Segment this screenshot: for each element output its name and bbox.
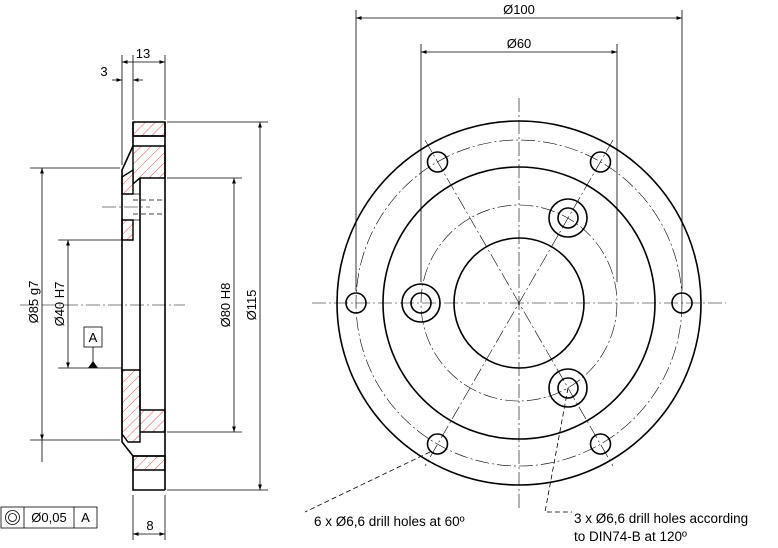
front-view: Ø100 Ø60 6 x Ø6,6 drill holes at 60º 3 x… (304, 2, 748, 544)
note-3-holes-line2: to DIN74-B at 120º (574, 529, 687, 544)
front-diag-centerline-2 (424, 139, 614, 467)
drill-hole-5 (426, 433, 449, 455)
dim-80-label: Ø80 H8 (218, 283, 233, 328)
datum-a-triangle (88, 361, 98, 368)
spigot-circle (382, 166, 656, 440)
section-top-flange (132, 121, 166, 137)
dim-100-label: Ø100 (503, 2, 535, 17)
datum-a-label: A (89, 330, 98, 345)
outer-circle (336, 120, 702, 486)
drill-hole-1 (671, 292, 693, 314)
dim-3-label: 3 (100, 64, 107, 79)
drill-hole-4 (345, 292, 367, 314)
section-bottom-flange (132, 455, 166, 471)
dim-8-label: 8 (146, 518, 153, 533)
tolerance-value: Ø0,05 (31, 510, 66, 525)
leader-3-holes (544, 387, 572, 513)
drill-hole-3 (426, 151, 449, 173)
dim-60-label: Ø60 (507, 36, 532, 51)
section-bottom-body (121, 369, 141, 443)
tolerance-datum: A (81, 510, 90, 525)
dim-13-label: 13 (136, 46, 150, 61)
counterbore-hole-3 (548, 368, 588, 408)
section-top-hub (132, 145, 166, 186)
tolerance-frame: Ø0,05 A (0, 506, 98, 529)
leader-6-holes (304, 451, 431, 513)
side-outline-left (121, 122, 165, 491)
section-top-chamfer (121, 168, 134, 195)
dim-85-label: Ø85 g7 (26, 281, 41, 324)
bolt-circle-100 (355, 139, 683, 467)
tolerance-frame-box (0, 506, 98, 529)
dim-115-label: Ø115 (244, 290, 259, 321)
dim-40-label: Ø40 H7 (52, 282, 67, 327)
note-3-holes-line1: 3 x Ø6,6 drill holes according (574, 511, 748, 526)
concentricity-icon (5, 510, 20, 525)
bolt-circle-60 (420, 204, 618, 402)
section-top-bore (121, 219, 134, 241)
side-view: 13 3 8 Ø85 g7 Ø40 H7 A Ø80 H8 (0, 46, 268, 540)
drill-hole-2 (589, 151, 612, 173)
note-6-holes: 6 x Ø6,6 drill holes at 60º (314, 514, 465, 529)
drill-hole-6 (589, 433, 612, 455)
bore-circle (453, 237, 585, 369)
counterbore-hole-2 (401, 283, 441, 323)
counterbore-hole-1 (548, 198, 588, 238)
